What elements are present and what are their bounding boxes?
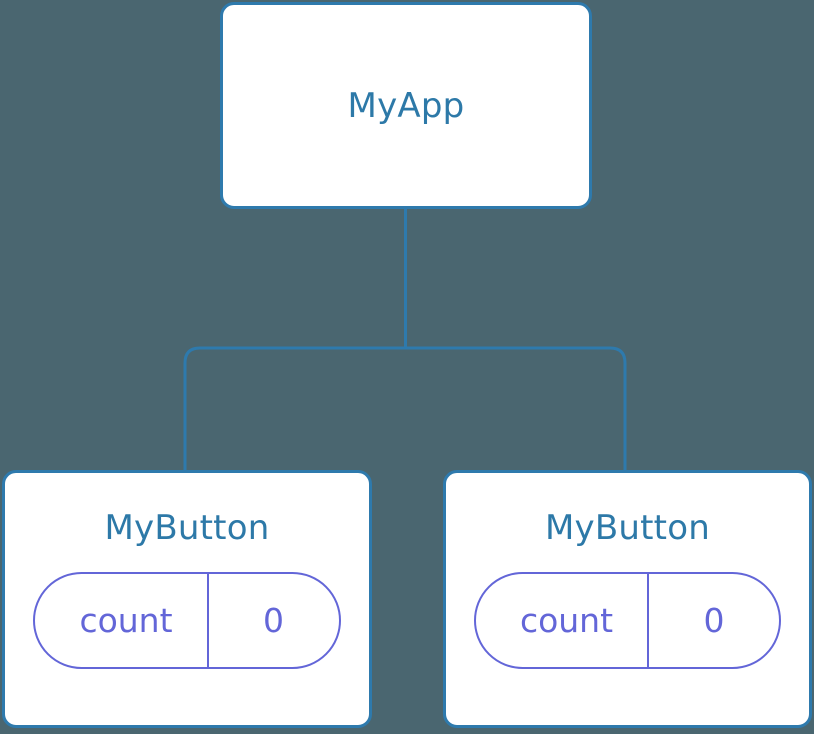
state-key-label: count [519,601,614,640]
state-pill-divider [206,574,209,667]
state-pill-divider [647,574,650,667]
node-card-mybutton-2[interactable]: MyButton count 0 [443,470,812,728]
node-card-myapp[interactable]: MyApp [220,2,592,209]
state-pill[interactable]: count 0 [473,572,782,669]
state-value-label: 0 [263,601,285,640]
connector-branch-right [405,346,627,472]
state-value-label: 0 [703,601,725,640]
state-pill[interactable]: count 0 [33,572,341,669]
node-title: MyApp [347,85,465,126]
node-title: MyButton [545,508,710,548]
node-title: MyButton [104,508,270,548]
state-key-label: count [79,601,173,640]
connector-branch-left [183,346,406,472]
node-card-mybutton-1[interactable]: MyButton count 0 [2,470,372,728]
